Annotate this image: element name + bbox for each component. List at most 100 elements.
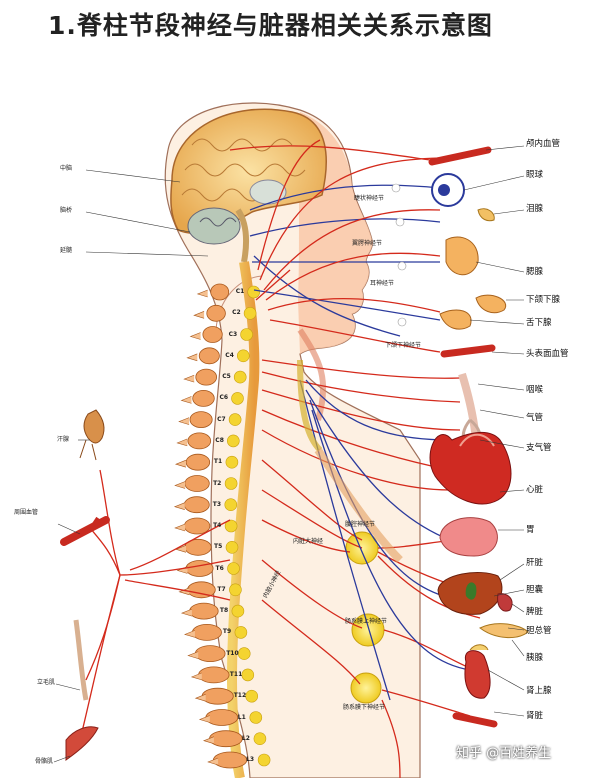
vertebra-label: T12 bbox=[233, 692, 247, 700]
vertebra-label: C4 bbox=[225, 351, 234, 359]
chain-ganglion bbox=[240, 328, 253, 341]
label-liver: 肝脏 bbox=[526, 558, 544, 568]
vertebra-label: T8 bbox=[219, 607, 229, 615]
label-spleen: 脾脏 bbox=[526, 607, 544, 617]
chain-ganglion bbox=[249, 711, 263, 724]
vertebra-label: C8 bbox=[215, 436, 224, 444]
label-greater-splanchnic-nerve: 内脏大神经 bbox=[293, 538, 324, 545]
chain-ganglion bbox=[231, 392, 244, 405]
vertebra-body bbox=[192, 389, 215, 407]
label-skeletal-muscle: 骨骼肌 bbox=[35, 758, 54, 765]
vertebra-spinous-process bbox=[196, 289, 208, 298]
label-peripheral-vessel: 周围血管 bbox=[14, 509, 39, 516]
label-pterygopalatine-ganglion: 翼腭神经节 bbox=[352, 240, 383, 247]
vertebra-label: T3 bbox=[212, 500, 222, 508]
label-ciliary-ganglion: 睫状神经节 bbox=[354, 195, 385, 202]
chain-ganglion bbox=[229, 583, 242, 597]
chain-ganglion bbox=[231, 604, 245, 618]
label-pons: 脑桥 bbox=[60, 207, 73, 214]
vertebra-spinous-process bbox=[176, 438, 188, 447]
chain-ganglion bbox=[228, 413, 242, 426]
label-trachea: 气管 bbox=[526, 413, 544, 423]
chain-ganglion bbox=[225, 455, 239, 469]
left-organs bbox=[60, 409, 110, 761]
vertebra-label: C5 bbox=[222, 373, 231, 381]
vertebra-spinous-process bbox=[190, 672, 202, 681]
vertebra-spinous-process bbox=[174, 523, 186, 532]
label-sublingual-gland: 舌下腺 bbox=[526, 318, 552, 328]
vertebra-spinous-process bbox=[202, 736, 215, 744]
vertebra-body bbox=[187, 432, 212, 450]
chain-ganglion bbox=[241, 668, 255, 682]
right-organs bbox=[428, 146, 529, 728]
vertebra-label: T7 bbox=[217, 585, 226, 593]
vertebra-label: T9 bbox=[222, 628, 232, 636]
vertebra-body bbox=[210, 283, 230, 301]
chain-ganglion bbox=[257, 753, 271, 767]
chain-ganglion bbox=[233, 370, 247, 384]
label-pancreas: 胰腺 bbox=[526, 653, 544, 663]
head-nerves bbox=[229, 139, 441, 353]
vertebra-body bbox=[205, 709, 239, 726]
label-kidney: 肾脏 bbox=[526, 711, 544, 721]
label-intracranial-vessel: 颅内血管 bbox=[526, 139, 561, 149]
chain-ganglion bbox=[237, 647, 251, 660]
vertebra-label: C1 bbox=[235, 288, 245, 295]
chain-ganglion bbox=[247, 285, 260, 299]
label-hair-erector: 立毛肌 bbox=[37, 679, 56, 686]
vertebra-body bbox=[191, 624, 222, 641]
label-otic-ganglion: 耳神经节 bbox=[370, 280, 395, 287]
chain-ganglion bbox=[234, 626, 248, 639]
label-submandibular-gland: 下颌下腺 bbox=[526, 295, 561, 305]
chain-ganglion bbox=[227, 562, 240, 575]
vertebra-body bbox=[202, 326, 223, 343]
vertebra-spinous-process bbox=[186, 353, 198, 362]
vertebra-body bbox=[195, 368, 218, 386]
vertebra-body bbox=[183, 496, 210, 514]
vertebra-label: T5 bbox=[214, 543, 223, 551]
vertebra-body bbox=[189, 411, 213, 429]
chain-ganglion bbox=[225, 540, 239, 554]
label-head-surface-vessel: 头表面血管 bbox=[526, 349, 569, 359]
watermark: 知乎 @百姓养生 bbox=[456, 746, 552, 761]
vertebra-body bbox=[184, 475, 210, 492]
label-midbrain: 中脑 bbox=[60, 165, 73, 172]
chain-ganglion bbox=[227, 434, 240, 448]
label-superior-mesenteric-ganglion: 肠系膜上神经节 bbox=[345, 618, 388, 625]
label-heart: 心脏 bbox=[526, 485, 544, 495]
vertebra-body bbox=[209, 730, 243, 748]
vertebra-spinous-process bbox=[178, 587, 190, 596]
spinal-cord bbox=[226, 261, 260, 778]
chain-ganglion bbox=[243, 306, 257, 320]
vertebra-spinous-process bbox=[174, 459, 187, 468]
vertebra-spinous-process bbox=[189, 332, 201, 340]
vertebra-spinous-process bbox=[187, 651, 199, 659]
vertebra-label: C7 bbox=[217, 415, 226, 423]
vertebra-body bbox=[194, 645, 226, 662]
vertebra-label: C2 bbox=[232, 309, 241, 317]
vertebra-body bbox=[213, 751, 248, 769]
vertebra-label: T4 bbox=[213, 522, 222, 529]
chain-ganglion bbox=[253, 732, 267, 746]
label-sweat-gland: 汗腺 bbox=[57, 436, 70, 443]
chain-ganglion bbox=[224, 498, 238, 512]
label-medulla: 延髓 bbox=[60, 247, 73, 254]
chain-ganglion bbox=[237, 349, 250, 363]
vertebra-body bbox=[198, 347, 220, 365]
label-stomach: 胃 bbox=[526, 525, 535, 535]
brain bbox=[170, 108, 327, 263]
vertebra-label: L1 bbox=[237, 713, 246, 721]
vertebra-spinous-process bbox=[193, 311, 205, 319]
vertebra-spinous-process bbox=[207, 757, 219, 766]
vertebra-spinous-process bbox=[198, 715, 210, 723]
label-bronchus: 支气管 bbox=[526, 443, 552, 453]
vertebra-spinous-process bbox=[180, 396, 192, 404]
vertebra-label: T10 bbox=[226, 649, 239, 657]
vertebra-spinous-process bbox=[183, 374, 195, 383]
label-adrenal-gland: 肾上腺 bbox=[526, 686, 552, 696]
label-submandibular-ganglion: 下颌下神经节 bbox=[385, 342, 422, 349]
cranial-ganglia-markers bbox=[391, 183, 407, 327]
leader-lines bbox=[53, 145, 525, 763]
vertebra-label: T11 bbox=[229, 670, 243, 678]
